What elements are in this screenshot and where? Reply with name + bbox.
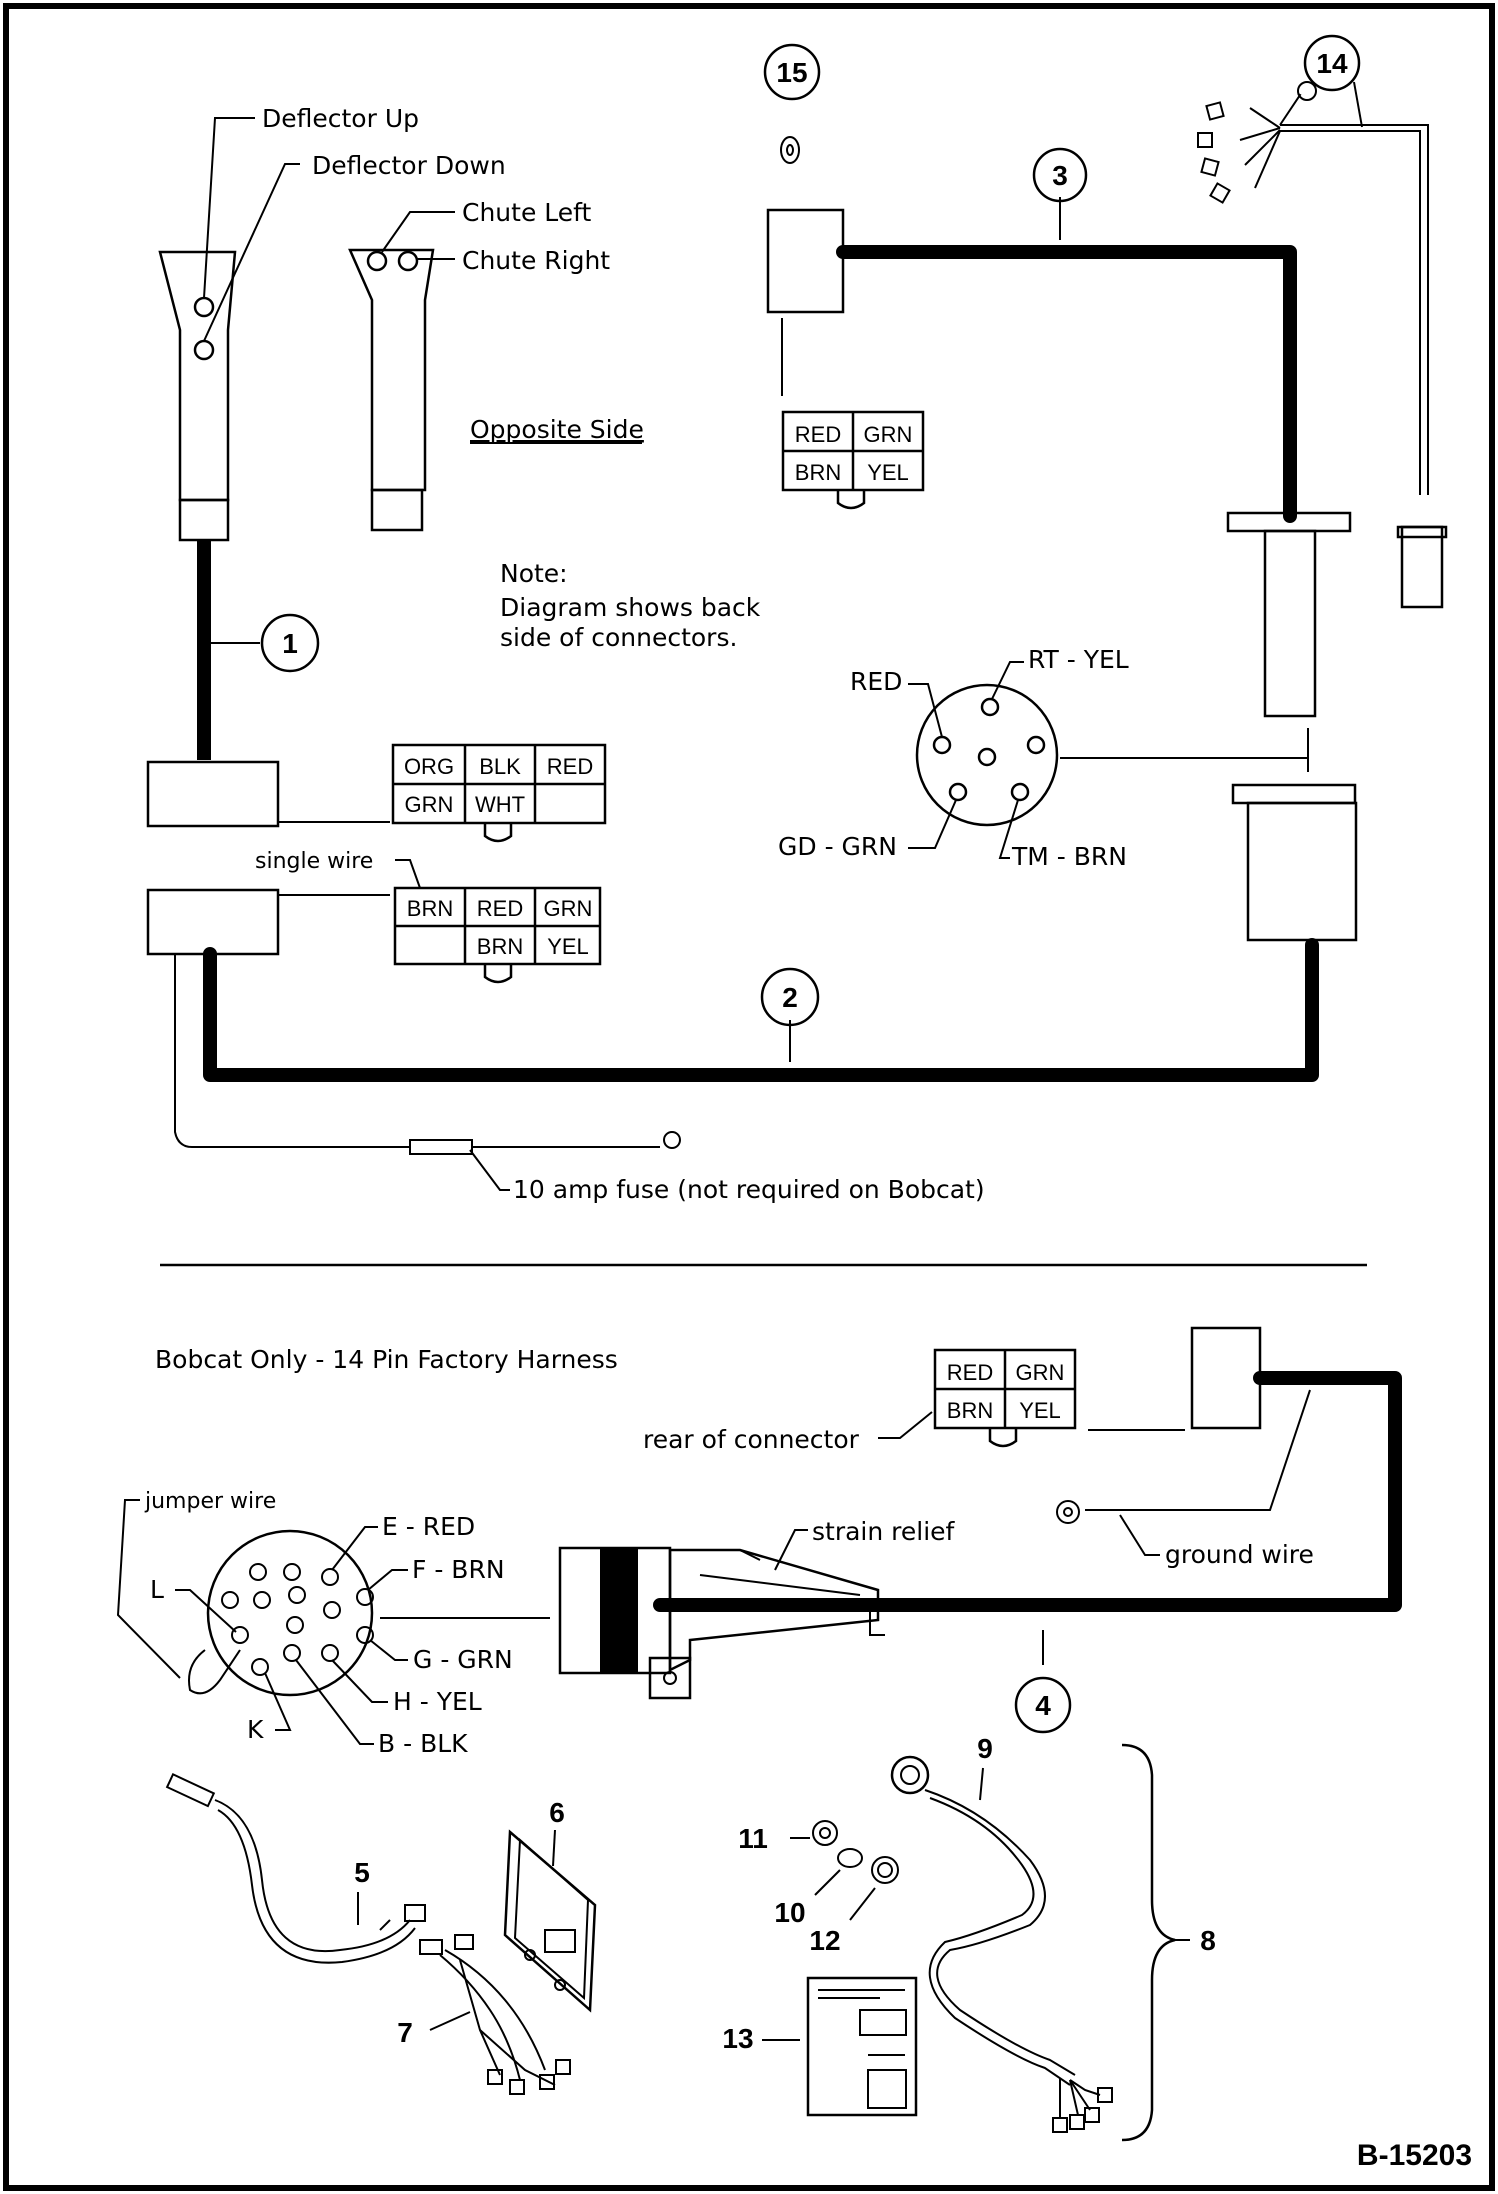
round-connector-14pin: [188, 1529, 374, 1697]
factory-plug-14pin: [558, 1546, 885, 1700]
label-pin-f: F - BRN: [412, 1555, 505, 1584]
callout-13: 13: [722, 2023, 753, 2054]
callout-12: 12: [809, 1925, 840, 1956]
part-15-grommet: [780, 136, 800, 164]
callout-8: 8: [1200, 1925, 1216, 1956]
grid-upper-cell: BLK: [479, 754, 521, 779]
callout-9: 9: [977, 1733, 993, 1764]
label-pin-h: H - YEL: [393, 1687, 482, 1716]
callout-15: [763, 43, 821, 101]
grid-lower-cell: BRN: [477, 934, 523, 959]
fuse: [409, 1139, 473, 1155]
part-7-harness: [419, 1934, 571, 2095]
callout-2: [760, 967, 820, 1027]
label-pin-gd-grn: GD - GRN: [778, 832, 897, 861]
label-pin-l: L: [150, 1575, 164, 1604]
label-deflector-down: Deflector Down: [312, 151, 506, 180]
callout-4: [1014, 1676, 1072, 1734]
part-11-10-12-hardware: [812, 1820, 899, 1884]
callout-4-number: 4: [1035, 1690, 1051, 1721]
grid-top-cell: BRN: [795, 460, 841, 485]
note-title: Note:: [500, 559, 568, 588]
label-strain-relief: strain relief: [812, 1517, 956, 1546]
grid-lower-cell: YEL: [547, 934, 589, 959]
callout-5: 5: [354, 1857, 370, 1888]
callout-15-number: 15: [776, 57, 807, 88]
pin-grid-top: RED GRN BRN YEL: [781, 410, 925, 510]
label-pin-b: B - BLK: [378, 1729, 468, 1758]
callout-11: 11: [738, 1823, 768, 1854]
grid-upper-cell: ORG: [404, 754, 454, 779]
label-pin-k: K: [247, 1715, 264, 1744]
label-pin-red: RED: [850, 667, 902, 696]
connector-plug-upper: [1226, 511, 1352, 718]
label-rear-of-connector: rear of connector: [643, 1425, 860, 1454]
grid-lower-cell: RED: [477, 896, 523, 921]
connector-box-2: [146, 888, 280, 956]
part-13-instructions: [806, 1976, 918, 2117]
grid-bobcat-cell: BRN: [947, 1398, 993, 1423]
harness-4: [653, 1371, 1402, 1612]
label-deflector-up: Deflector Up: [262, 104, 419, 133]
label-pin-rt-yel: RT - YEL: [1028, 645, 1129, 674]
label-pin-tm-brn: TM - BRN: [1011, 842, 1127, 871]
brace-8: [1121, 1743, 1176, 2142]
page-border: [3, 3, 1495, 2191]
bobcat-heading: Bobcat Only - 14 Pin Factory Harness: [155, 1345, 618, 1374]
part-6-module: [503, 1829, 597, 2013]
connector-box-1: [146, 760, 280, 828]
pin-grid-bobcat: RED GRN BRN YEL: [933, 1348, 1077, 1448]
grid-upper-cell: WHT: [475, 792, 525, 817]
grid-lower-cell: GRN: [544, 896, 593, 921]
part-14-harness: [1197, 81, 1448, 609]
label-ground-wire: ground wire: [1165, 1540, 1314, 1569]
callout-3-number: 3: [1052, 160, 1068, 191]
callout-6: 6: [549, 1797, 565, 1828]
grid-bobcat-cell: GRN: [1016, 1360, 1065, 1385]
callout-10: 10: [774, 1897, 805, 1928]
harness-2: [203, 938, 1319, 1082]
label-single-wire: single wire: [255, 849, 373, 874]
callout-7: 7: [397, 2017, 413, 2048]
label-pin-g: G - GRN: [413, 1645, 513, 1674]
connector-box-3: [766, 208, 845, 314]
grid-upper-cell: GRN: [405, 792, 454, 817]
callout-14-number: 14: [1316, 48, 1348, 79]
grid-top-cell: GRN: [864, 422, 913, 447]
callout-2-number: 2: [782, 982, 798, 1013]
label-jumper-wire: jumper wire: [144, 1489, 276, 1514]
note-line-1: Diagram shows back: [500, 593, 761, 622]
label-chute-right: Chute Right: [462, 246, 610, 275]
note-line-2: side of connectors.: [500, 623, 737, 652]
label-fuse: 10 amp fuse (not required on Bobcat): [513, 1175, 985, 1204]
label-chute-left: Chute Left: [462, 198, 592, 227]
label-opposite-side: Opposite Side: [470, 415, 644, 444]
grid-upper-cell: RED: [547, 754, 593, 779]
round-connector-5pin: [915, 683, 1059, 827]
pin-grid-lower: BRN RED GRN BRN YEL: [393, 886, 602, 984]
connector-plug-lower: [1231, 783, 1358, 942]
callout-1-number: 1: [282, 628, 298, 659]
callout-1: [260, 613, 320, 673]
chute-handle: [348, 248, 435, 532]
deflector-handle: [158, 250, 237, 760]
harness-3: [836, 245, 1297, 523]
callout-14: [1303, 34, 1361, 92]
part-5-cable: [165, 1773, 426, 1964]
figure-id: B-15203: [1357, 2139, 1472, 2172]
grid-bobcat-cell: RED: [947, 1360, 993, 1385]
grid-top-cell: RED: [795, 422, 841, 447]
grid-top-cell: YEL: [867, 460, 909, 485]
grid-lower-cell: BRN: [407, 896, 453, 921]
callout-3: [1032, 147, 1088, 203]
label-pin-e: E - RED: [382, 1512, 475, 1541]
grid-bobcat-cell: YEL: [1019, 1398, 1061, 1423]
part-9-cable: [890, 1755, 1113, 2133]
pin-grid-upper: ORG BLK RED GRN WHT: [391, 743, 607, 843]
connector-box-4: [1190, 1326, 1262, 1430]
